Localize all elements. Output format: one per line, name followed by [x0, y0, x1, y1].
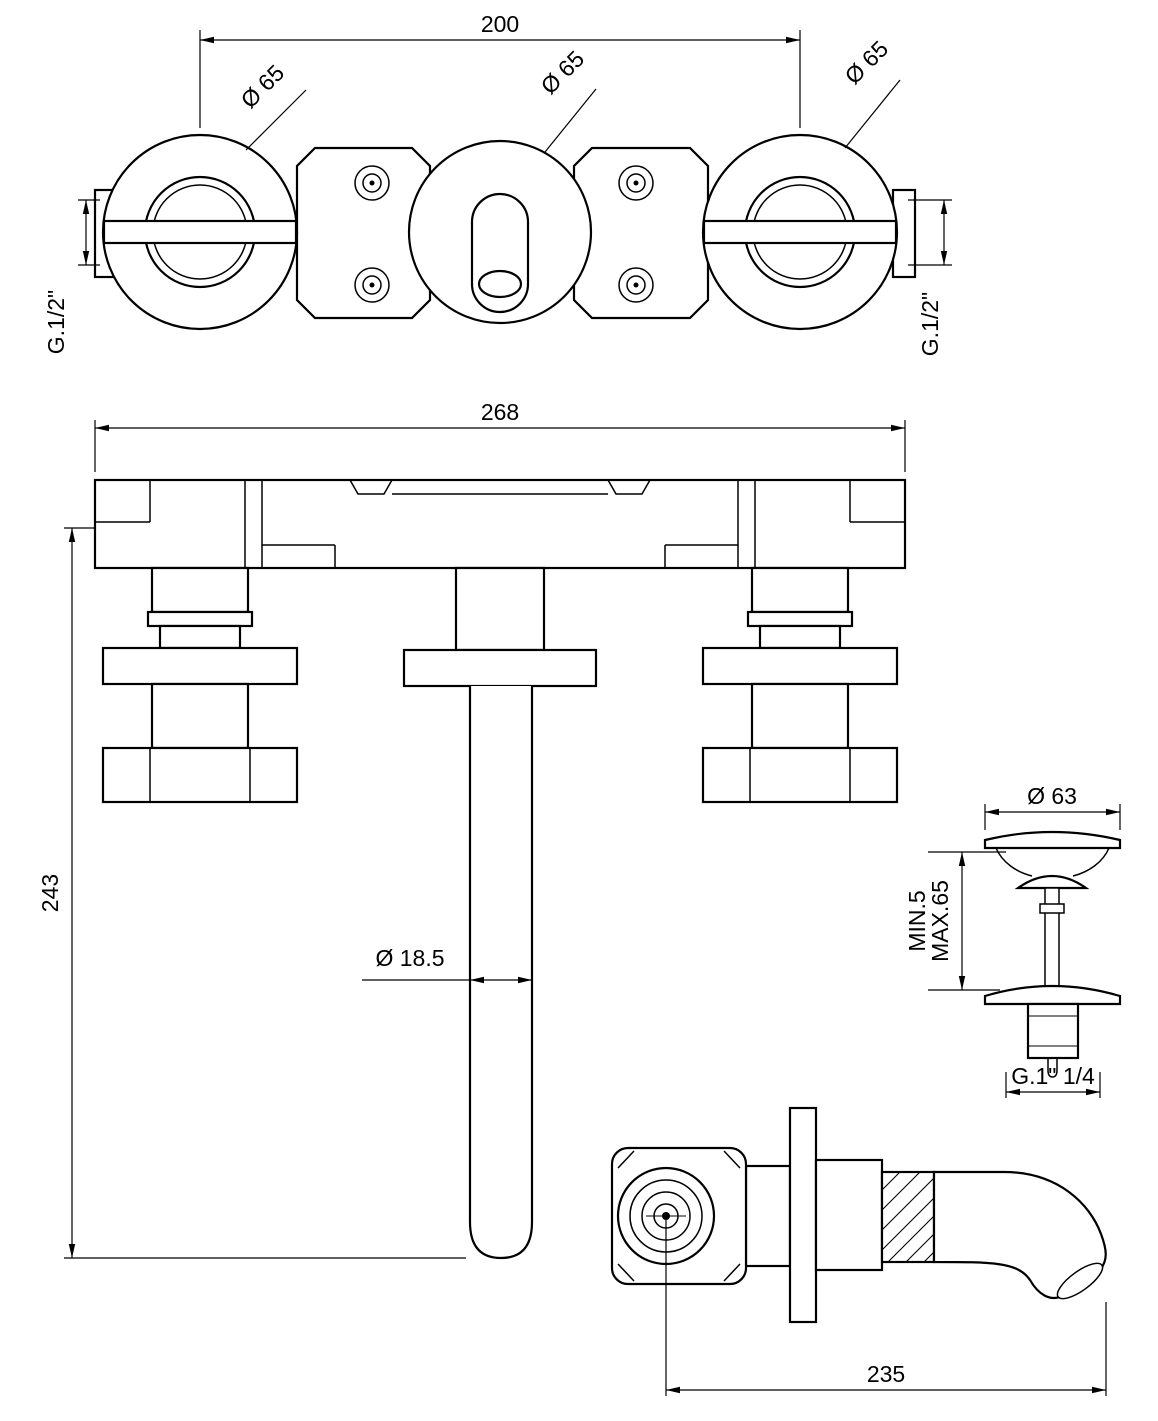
dim-268-label: 268: [481, 399, 519, 425]
dia-65-center-label: Ø 65: [536, 46, 590, 100]
dim-200-label: 200: [481, 11, 519, 37]
handle-lever: [102, 219, 298, 245]
left-flange: [101, 646, 299, 686]
right-flange: [701, 646, 899, 686]
dimension-depth-235: 235: [665, 1220, 1107, 1396]
left-hex-nut: [101, 746, 299, 804]
dim-g114-label: G.1" 1/4: [1011, 1063, 1095, 1089]
right-hex-nut: [701, 746, 899, 804]
drain-stem: [1044, 887, 1060, 989]
dim-18-5-label: Ø 18.5: [375, 945, 444, 971]
dia-65-right-label: Ø 65: [840, 36, 894, 90]
thread-dim-right: G.1/2": [908, 199, 952, 356]
screw-icon: [369, 180, 375, 186]
front-view: 268 Ø 18.5 243: [37, 399, 907, 1260]
dim-63-label: Ø 63: [1027, 783, 1077, 809]
side-view: 235: [610, 1106, 1107, 1396]
left-handle-front: [101, 133, 299, 331]
dim-max-label: MAX.65: [927, 880, 953, 962]
dimension-height-243: 243: [37, 527, 466, 1259]
left-valve-assembly: [101, 566, 299, 804]
mounting-bracket-right: [572, 146, 710, 320]
dimension-spout-diameter: Ø 18.5: [362, 945, 532, 984]
dimension-min-max: MIN.5 MAX.65: [904, 851, 1006, 991]
dimension-drain-diameter: Ø 63: [984, 783, 1121, 830]
drain-detail: Ø 63 MIN.5 MAX.65 G.1" 1/4: [904, 783, 1122, 1098]
dim-243-label: 243: [37, 874, 63, 912]
spout-flange: [402, 648, 598, 688]
thread-right-label: G.1/2": [917, 292, 943, 356]
spout-mouth: [1056, 1262, 1104, 1300]
thread-left-label: G.1/2": [43, 290, 69, 354]
screw-icon: [633, 180, 639, 186]
dimension-drain-thread: G.1" 1/4: [1005, 1063, 1101, 1098]
dia-65-left-label: Ø 65: [236, 60, 290, 114]
wall-plate: [788, 1106, 818, 1324]
spout-front: [407, 139, 593, 325]
top-view: 200 Ø 65 Ø 65 Ø 65 G.1/2" G.1/2": [43, 11, 952, 356]
drain-flange: [983, 984, 1122, 1006]
dim-235-label: 235: [867, 1361, 905, 1387]
spout-tube: [468, 686, 534, 1260]
handle-lever: [702, 219, 898, 245]
dimension-width-200: 200: [199, 11, 801, 128]
drain-cap: [983, 830, 1122, 850]
thread-dim-left: G.1/2": [43, 199, 100, 354]
dim-min-label: MIN.5: [904, 890, 930, 951]
dimension-width-268: 268: [94, 399, 906, 472]
screw-icon: [369, 282, 375, 288]
faucet-body: [93, 478, 907, 570]
screw-icon: [633, 282, 639, 288]
drain-body: [1026, 1002, 1080, 1060]
right-handle-front: [701, 133, 899, 331]
mounting-bracket-left: [295, 146, 432, 320]
spout-assembly: [402, 566, 598, 1260]
right-valve-assembly: [701, 566, 899, 804]
spout-opening: [477, 269, 523, 299]
